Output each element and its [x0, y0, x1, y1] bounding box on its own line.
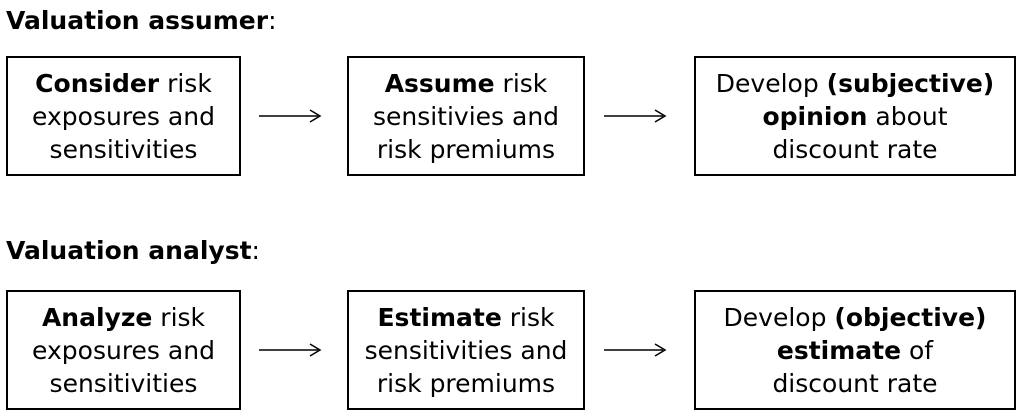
flow-box-develop-opinion: Develop (subjective) opinion about disco… [694, 56, 1016, 176]
section-title-assumer-bold: Valuation assumer [6, 6, 269, 35]
flow-box-develop-estimate: Develop (objective) estimate of discount… [694, 290, 1016, 410]
section-title-assumer: Valuation assumer: [6, 6, 277, 35]
box-text: risk [159, 68, 212, 98]
section-title-analyst: Valuation analyst: [6, 236, 260, 265]
section-title-analyst-colon: : [251, 236, 260, 265]
flow-box-develop-opinion-text: Develop (subjective) opinion about disco… [716, 67, 994, 166]
box-text: risk [501, 302, 555, 332]
box-line-1: Estimate risk [365, 301, 568, 334]
flow-box-develop-estimate-text: Develop (objective) estimate of discount… [724, 301, 987, 400]
arrow-right-icon [259, 109, 322, 123]
flow-box-consider: Consider risk exposures and sensitivitie… [6, 56, 241, 176]
flow-box-estimate-text: Estimate risk sensitivities and risk pre… [365, 301, 568, 400]
box-line-3: discount rate [772, 368, 938, 398]
flow-box-consider-text: Consider risk exposures and sensitivitie… [32, 67, 215, 166]
flow-box-analyze: Analyze risk exposures and sensitivities [6, 290, 241, 410]
box-text: about [867, 101, 948, 131]
box-line-3: risk premiums [376, 134, 556, 164]
box-keyword: Assume [384, 68, 495, 98]
box-line-2: sensitivies and [372, 101, 560, 131]
box-keyword: opinion [762, 101, 868, 131]
box-line-3: sensitivities [49, 368, 198, 398]
box-line-1: Analyze risk [32, 301, 215, 334]
arrow-right-icon [604, 343, 667, 357]
flow-box-assume-text: Assume risk sensitivies and risk premium… [373, 67, 559, 166]
box-line-2: sensitivities and [364, 335, 568, 365]
box-keyword: (subjective) [826, 68, 995, 98]
box-line-1: Develop (subjective) [716, 67, 994, 100]
box-text: risk [494, 68, 548, 98]
flow-box-analyze-text: Analyze risk exposures and sensitivities [32, 301, 215, 400]
box-keyword: Analyze [41, 302, 153, 332]
arrow-right-icon [259, 343, 322, 357]
flow-box-estimate: Estimate risk sensitivities and risk pre… [347, 290, 585, 410]
box-line-2: estimate of [724, 334, 987, 367]
section-title-assumer-colon: : [268, 6, 277, 35]
box-text: Develop [723, 302, 835, 332]
section-title-analyst-bold: Valuation analyst [6, 236, 252, 265]
box-keyword: (objective) [834, 302, 987, 332]
box-line-3: discount rate [772, 134, 938, 164]
box-line-1: Develop (objective) [724, 301, 987, 334]
box-keyword: estimate [776, 335, 902, 365]
box-line-1: Assume risk [373, 67, 559, 100]
box-line-2: opinion about [716, 100, 994, 133]
arrow-right-icon [604, 109, 667, 123]
box-line-3: sensitivities [49, 134, 198, 164]
box-keyword: Estimate [377, 302, 502, 332]
box-keyword: Consider [35, 68, 160, 98]
box-line-2: exposures and [32, 335, 215, 365]
box-text: of [901, 335, 934, 365]
box-text: risk [152, 302, 206, 332]
box-line-1: Consider risk [32, 67, 215, 100]
box-line-3: risk premiums [376, 368, 556, 398]
flow-box-assume: Assume risk sensitivies and risk premium… [347, 56, 585, 176]
box-line-2: exposures and [32, 101, 215, 131]
box-text: Develop [715, 68, 827, 98]
